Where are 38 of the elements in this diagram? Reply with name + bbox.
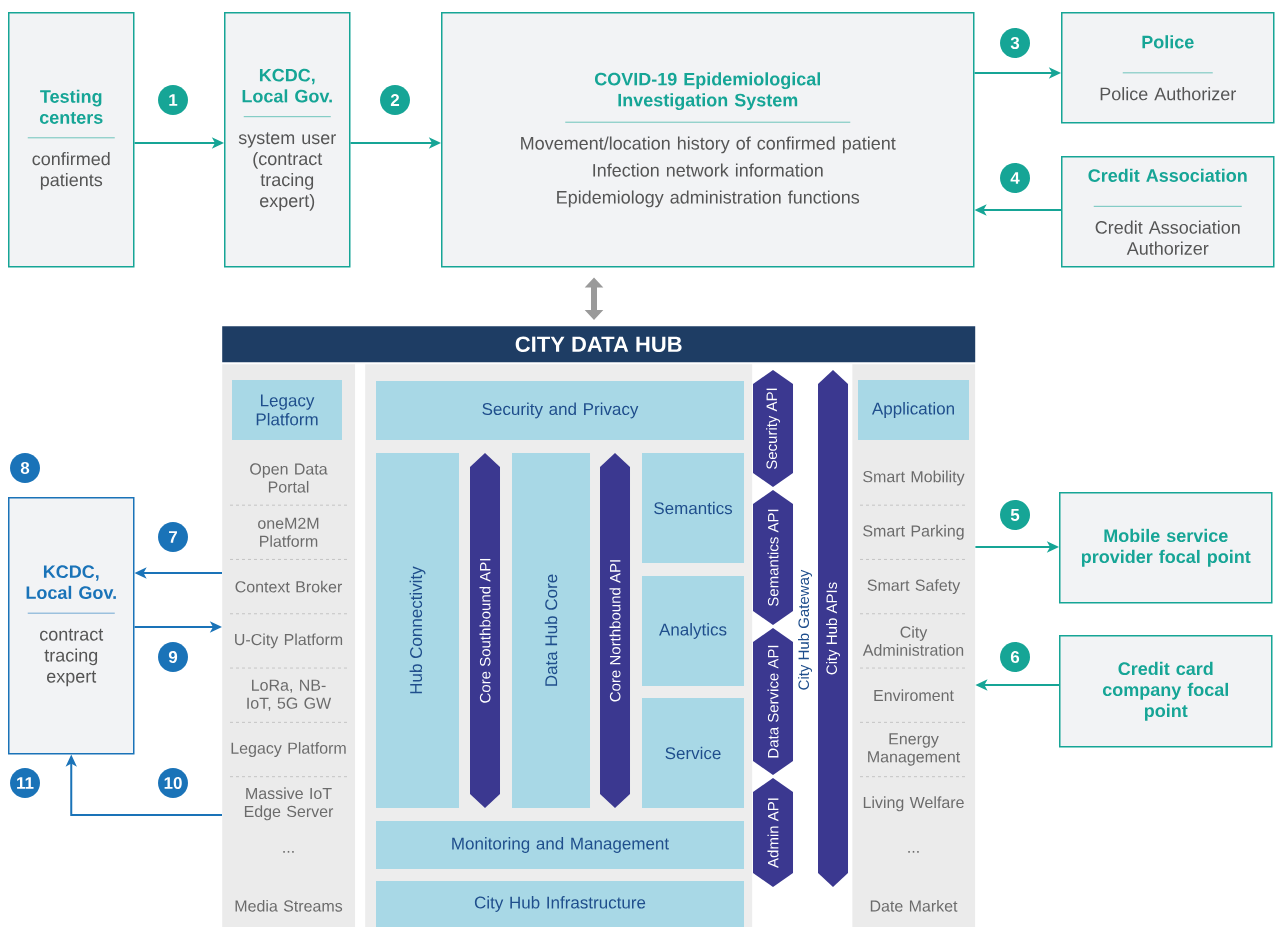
callout-number: 8 [10, 453, 40, 483]
api-band: Security API [753, 370, 793, 487]
api-band: Data Service API [753, 628, 793, 775]
callout-number: 5 [1000, 500, 1030, 530]
module-box: Monitoring and Management [376, 821, 744, 869]
agency-box: KCDC, Local Gov. system user (contract tracing expert) [224, 12, 351, 268]
module-box: Service [642, 698, 744, 808]
callout-number: 10 [158, 768, 188, 798]
module-box: Semantics [642, 453, 744, 563]
agency-box: KCDC, Local Gov. contract tracing expert [8, 497, 135, 755]
api-band: Admin API [753, 778, 793, 887]
callout-number: 6 [1000, 642, 1030, 672]
column-header: Legacy Platform [232, 380, 342, 440]
callout-number: 7 [158, 522, 188, 552]
authorizer-box: Credit Association Credit Association Authorizer [1061, 156, 1275, 268]
focal-point-box: Credit card company focal point [1059, 635, 1273, 748]
hub-header: CITY DATA HUB [222, 326, 976, 363]
api-band: Core Northbound API [600, 453, 630, 808]
module-box: Data Hub Core [512, 453, 590, 808]
module-box: Hub Connectivity [376, 453, 459, 808]
callout-number: 3 [1000, 28, 1030, 58]
system-box: COVID-19 Epidemiological Investigation System Movement/location history of confirmed patient Infection network information Epidemiology administration functions [441, 12, 975, 268]
callout-number: 4 [1000, 163, 1030, 193]
module-box: City Hub Infrastructure [376, 881, 744, 927]
callout-number: 9 [158, 642, 188, 672]
column-header: Application [858, 380, 969, 440]
module-box: Security and Privacy [376, 381, 744, 440]
module-box: Analytics [642, 576, 744, 686]
callout-number: 1 [158, 85, 188, 115]
vertical-label: City Hub Gateway [798, 569, 812, 690]
callout-number: 2 [380, 85, 410, 115]
api-band: City Hub APIs [818, 370, 848, 887]
callout-number: 11 [10, 768, 40, 798]
api-band: Core Southbound API [470, 453, 500, 808]
authorizer-box: Police Police Authorizer [1061, 12, 1275, 124]
testing-center-box: Testing centers confirmed patients [8, 12, 135, 268]
focal-point-box: Mobile service provider focal point [1059, 492, 1273, 604]
api-band: Semantics API [753, 490, 793, 625]
